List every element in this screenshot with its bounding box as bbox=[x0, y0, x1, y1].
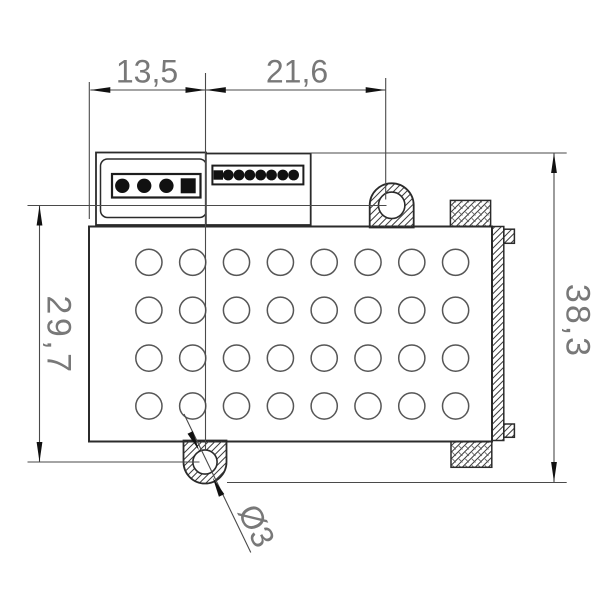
svg-text:13,5: 13,5 bbox=[116, 54, 178, 90]
svg-text:21,6: 21,6 bbox=[266, 54, 328, 90]
svg-text:29,7: 29,7 bbox=[40, 295, 78, 375]
svg-text:38,3: 38,3 bbox=[559, 284, 597, 358]
svg-text:Ø3: Ø3 bbox=[231, 499, 282, 553]
